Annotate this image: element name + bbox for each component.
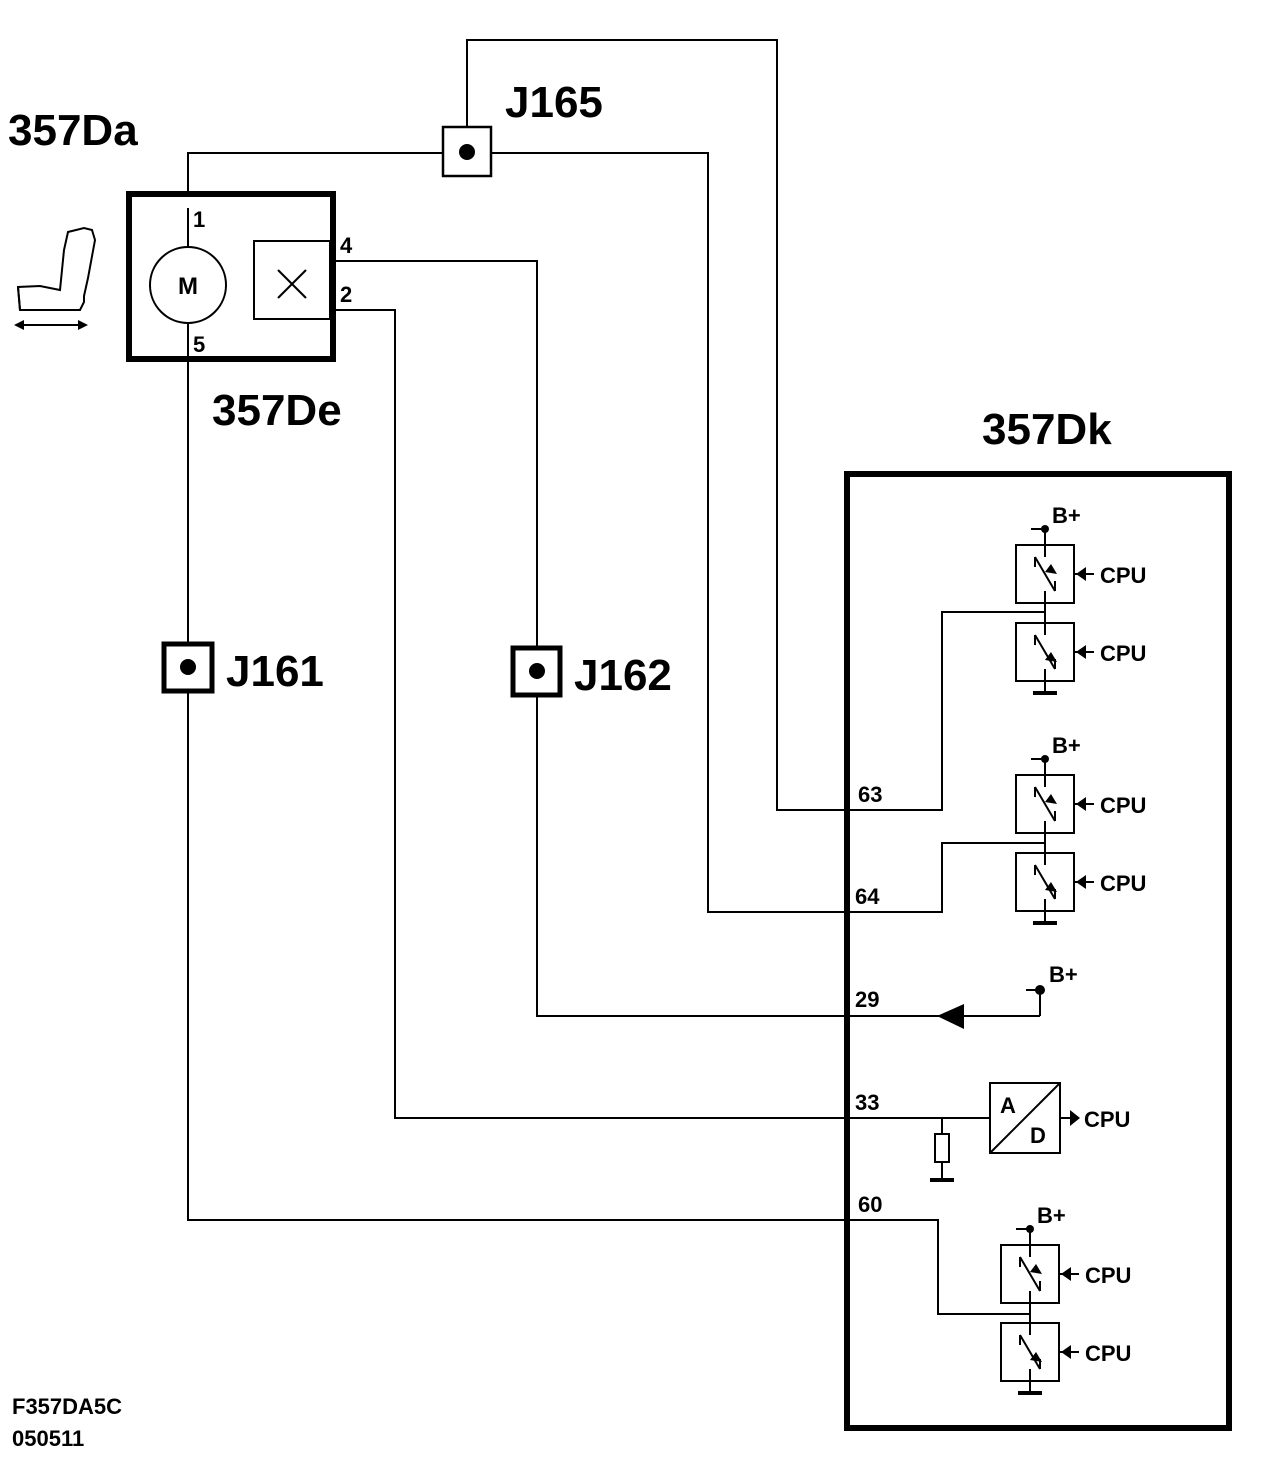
input-29-pullup: B+ <box>852 962 1078 1029</box>
bplus-label: B+ <box>1052 733 1081 758</box>
cpu-label: CPU <box>1100 641 1146 666</box>
arrow-icon <box>937 1004 964 1029</box>
seat-icon <box>14 226 97 330</box>
cpu-label: CPU <box>1100 563 1146 588</box>
drawing-code: F357DA5C <box>12 1394 122 1419</box>
wire-pin4-to-29 <box>330 260 852 1017</box>
adc-a-label: A <box>1000 1093 1016 1118</box>
junction-j162: J162 <box>510 645 672 700</box>
adc-33: A D CPU <box>852 1082 1130 1182</box>
cpu-label: CPU <box>1100 871 1146 896</box>
seat-motor-label: 357Da <box>8 106 138 155</box>
module-pin-60: 60 <box>858 1192 882 1217</box>
cpu-label: CPU <box>1085 1341 1131 1366</box>
control-module: 357Dk 63 64 29 33 60 B+ CPU CPU B+ CPU CPU B+ C… <box>844 405 1232 1431</box>
junction-j161-label: J161 <box>226 647 324 696</box>
motor-unit-label: 357De <box>212 386 342 435</box>
drawing-date: 050511 <box>12 1426 84 1451</box>
resistor-icon <box>934 1133 950 1163</box>
half-bridge-1: B+ CPU CPU <box>1015 503 1146 695</box>
motor-symbol: M <box>178 273 198 300</box>
cpu-label: CPU <box>1100 793 1146 818</box>
module-pin-33: 33 <box>855 1090 879 1115</box>
motor-unit: M 1 5 4 2 <box>126 191 353 362</box>
bplus-label: B+ <box>1052 503 1081 528</box>
motor-icon <box>149 246 227 324</box>
wire-pin5-to-60 <box>187 328 852 1221</box>
transistor-icon: CPU <box>1015 774 1146 834</box>
wire-pin1-to-64 <box>187 152 852 913</box>
module-pin-63: 63 <box>858 782 882 807</box>
transistor-icon: CPU <box>1000 1244 1131 1304</box>
transistor-icon: CPU <box>1015 622 1146 682</box>
cpu-label: CPU <box>1085 1263 1131 1288</box>
module-pin-64: 64 <box>855 884 880 909</box>
adc-icon: A D <box>989 1082 1061 1154</box>
pin-1-label: 1 <box>193 207 205 232</box>
junction-j165: J165 <box>441 78 603 178</box>
transistor-icon: CPU <box>1015 852 1146 912</box>
half-bridge-3: B+ CPU CPU <box>1000 1203 1131 1395</box>
pin-5-label: 5 <box>193 332 205 357</box>
pin-2-label: 2 <box>340 282 352 307</box>
wires <box>187 39 852 1221</box>
wire-j165-to-63 <box>466 39 852 811</box>
junction-j165-label: J165 <box>505 78 603 127</box>
junction-j162-label: J162 <box>574 651 672 700</box>
adc-d-label: D <box>1030 1123 1046 1148</box>
half-bridge-2: B+ CPU CPU <box>1015 733 1146 925</box>
cpu-label: CPU <box>1084 1107 1130 1132</box>
module-pin-29: 29 <box>855 987 879 1012</box>
junction-j161: J161 <box>161 641 324 696</box>
bplus-label: B+ <box>1037 1203 1066 1228</box>
wire-pin2-to-33 <box>330 309 852 1119</box>
bplus-label: B+ <box>1049 962 1078 987</box>
pin-4-label: 4 <box>340 233 353 258</box>
sensor-icon <box>253 240 331 320</box>
transistor-icon: CPU <box>1015 544 1146 604</box>
transistor-icon: CPU <box>1000 1322 1131 1382</box>
control-module-label: 357Dk <box>982 405 1112 454</box>
